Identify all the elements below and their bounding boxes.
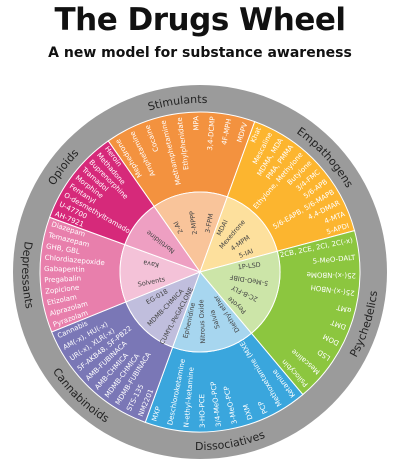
- substance-label: Pregabalin: [44, 274, 81, 284]
- inner-sector-opioids: [124, 205, 202, 274]
- substance-label: Gabapentin: [44, 265, 85, 274]
- substance-label: 3-HO-PCE: [198, 394, 207, 428]
- substance-label: 3,4-DCMP: [206, 116, 217, 151]
- core-substance-label: Nitrous Oxide: [197, 299, 207, 344]
- core-substance-label: Kava: [143, 259, 160, 270]
- substance-label: αMT: [335, 303, 352, 315]
- substance-label: MPA: [192, 116, 200, 131]
- core-substance-label: 1P-LSD: [237, 261, 261, 272]
- page-title: The Drugs Wheel: [54, 2, 347, 38]
- category-label-depressants: Depressants: [19, 240, 36, 309]
- substance-label: 25(-x)-NBOMe: [307, 270, 357, 279]
- core-substance-label: 2-MPPP: [188, 210, 199, 235]
- core-substance-label: 3-FPM: [204, 213, 216, 234]
- page-subtitle: A new model for substance awareness: [48, 45, 352, 61]
- substance-label: 5-MeO-DALT: [312, 254, 356, 266]
